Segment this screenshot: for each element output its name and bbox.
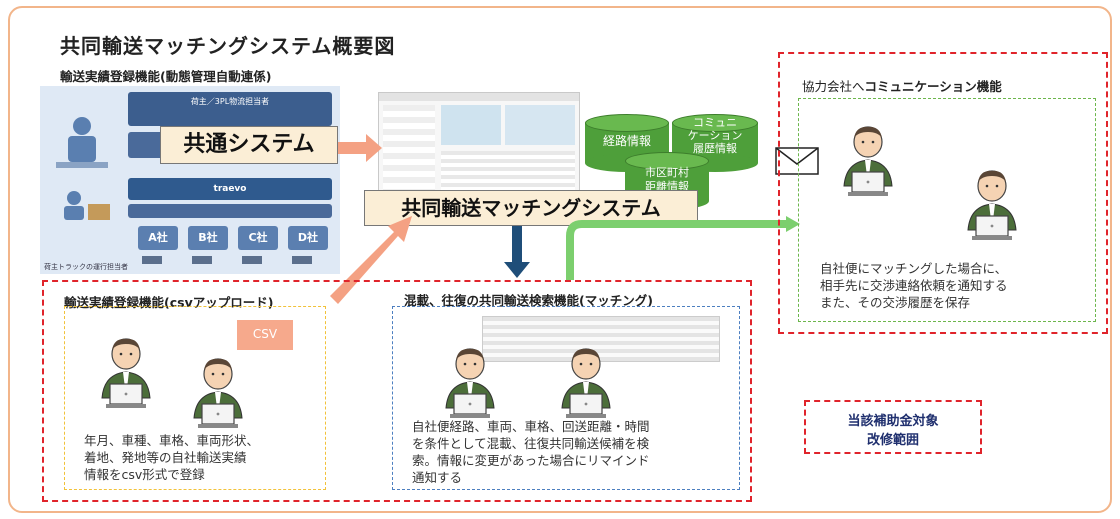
search-result-table-thumbnail bbox=[482, 316, 720, 362]
arrow-common-to-system bbox=[338, 134, 382, 162]
truck-icons bbox=[142, 256, 312, 264]
communication-description: 自社便にマッチングした場合に、 相手先に交渉連絡依頼を通知する また、その交渉履… bbox=[820, 261, 1008, 310]
search-function-label: 混載、往復の共同輸送検索機能(マッチング) bbox=[404, 293, 653, 308]
logistics-worker-icons bbox=[56, 117, 110, 220]
arrow-matching-to-search bbox=[504, 226, 530, 278]
csv-tag: CSV bbox=[237, 320, 293, 350]
outer-frame bbox=[8, 6, 1112, 513]
communication-inner-box bbox=[798, 98, 1096, 322]
shipper-header-bar: 荷主／3PL物流担当者 bbox=[128, 92, 332, 126]
company-d-box: D社 bbox=[288, 226, 328, 250]
page-title: 共同輸送マッチングシステム概要図 bbox=[60, 34, 396, 58]
arrow-search-to-communication bbox=[566, 220, 788, 280]
traevo-logo-bar: traevo bbox=[128, 178, 332, 200]
map-thumbnail bbox=[441, 105, 501, 145]
company-c-box: C社 bbox=[238, 226, 278, 250]
arrow-csv-to-matching bbox=[330, 216, 412, 304]
csv-description: 年月、車種、車格、車両形状、 着地、発地等の自社輸送実績 情報をcsv形式で登録 bbox=[84, 433, 260, 482]
subsidy-scope-legend: 当該補助金対象 改修範囲 bbox=[804, 400, 982, 454]
side-list bbox=[383, 105, 435, 197]
system-screenshot bbox=[378, 92, 580, 204]
map-thumbnail-2 bbox=[505, 105, 575, 145]
common-system-banner: 共通システム bbox=[160, 126, 338, 164]
search-description: 自社便経路、車両、車格、回送距離・時間 を条件として混載、往復共同輸送候補を検 … bbox=[412, 419, 650, 485]
envelope-icon bbox=[775, 147, 819, 175]
search-function-box bbox=[392, 306, 740, 490]
bottom-scope-box bbox=[42, 280, 752, 502]
communication-label: 協力会社へコミュニケーション機能 bbox=[802, 79, 1002, 94]
realtime-registration-label: 輸送実績登録機能(動態管理自動連係) bbox=[60, 69, 272, 84]
csv-upload-box bbox=[64, 306, 326, 490]
dynamic-data-bar bbox=[128, 204, 332, 218]
company-a-box: A社 bbox=[138, 226, 178, 250]
data-table-thumbnail bbox=[441, 151, 575, 197]
traevo-logo: traevo bbox=[213, 184, 247, 194]
communication-outer-box bbox=[778, 52, 1108, 334]
driver-caption: 荷主トラックの運行担当者 bbox=[44, 263, 128, 271]
company-b-box: B社 bbox=[188, 226, 228, 250]
